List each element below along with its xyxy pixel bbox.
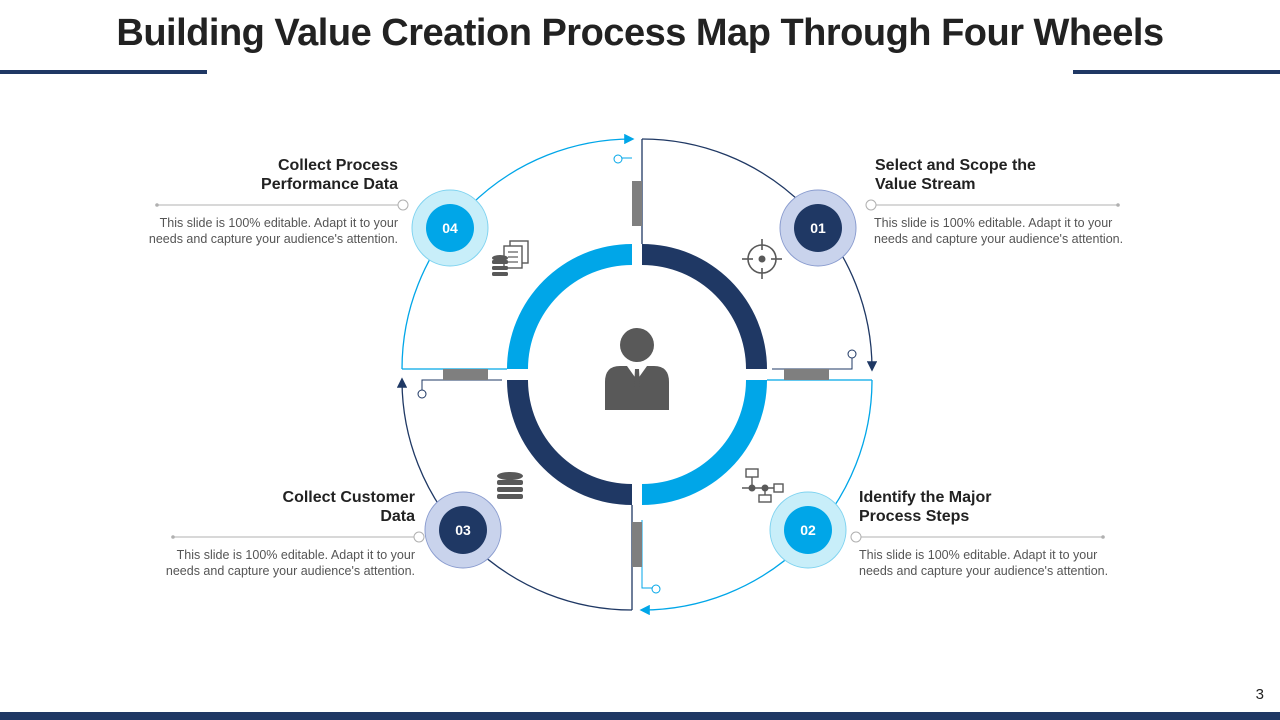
footer-bar <box>0 712 1280 720</box>
ring-segment-bl <box>507 380 632 505</box>
step-01-description-line2: needs and capture your audience's attent… <box>874 232 1124 246</box>
step-02-number: 02 <box>800 522 816 538</box>
ring-segment-br <box>642 380 767 505</box>
process-flow-icon <box>742 468 784 503</box>
step-01-number: 01 <box>810 220 826 236</box>
step-03-number: 03 <box>455 522 471 538</box>
data-documents-icon <box>492 240 529 276</box>
rule-step-03 <box>171 531 425 543</box>
step-04-number: 04 <box>442 220 458 236</box>
step-02-heading-line2: Process Steps <box>859 508 970 525</box>
step-01-description: This slide is 100% editable. Adapt it to… <box>874 215 1194 247</box>
step-03-description: This slide is 100% editable. Adapt it to… <box>95 547 415 579</box>
step-02-description-line2: needs and capture your audience's attent… <box>859 564 1109 578</box>
target-crosshair-icon <box>742 239 782 279</box>
step-04-description-line2: needs and capture your audience's attent… <box>148 232 398 246</box>
step-01-badge: 01 <box>779 189 857 267</box>
step-04-heading-line1: Collect Process <box>277 157 398 174</box>
slide-title: Building Value Creation Process Map Thro… <box>116 12 1164 54</box>
separator-left <box>443 369 488 380</box>
step-03-badge: 03 <box>424 491 502 569</box>
step-01-heading-line1: Select and Scope the <box>875 157 1036 174</box>
person-with-tie-icon <box>605 328 669 410</box>
step-02-description: This slide is 100% editable. Adapt it to… <box>859 547 1179 579</box>
step-04-badge: 04 <box>411 189 489 267</box>
ring-segment-tl <box>507 244 632 369</box>
step-02-heading-line1: Identify the Major <box>859 489 992 506</box>
rule-step-02 <box>850 531 1105 543</box>
step-02-badge: 02 <box>769 491 847 569</box>
separator-right <box>784 369 829 380</box>
step-01-heading-line2: Value Stream <box>875 176 976 193</box>
database-icon <box>497 472 523 499</box>
step-03-description-line2: needs and capture your audience's attent… <box>165 564 415 578</box>
rule-step-01 <box>865 199 1120 211</box>
step-04-heading-line2: Performance Data <box>261 176 398 193</box>
step-03-heading-line1: Collect Customer <box>282 489 415 506</box>
step-01-heading: Select and Scope the Value Stream <box>875 156 1175 194</box>
step-04-description: This slide is 100% editable. Adapt it to… <box>78 215 398 247</box>
separator-bottom <box>632 522 642 567</box>
separator-top <box>632 181 642 226</box>
page-number: 3 <box>1255 686 1264 703</box>
step-03-description-line1: This slide is 100% editable. Adapt it to… <box>176 548 415 562</box>
step-03-heading-line2: Data <box>380 508 415 525</box>
title-rule-right <box>1073 70 1280 74</box>
step-03-heading: Collect Customer Data <box>115 488 415 526</box>
step-04-heading: Collect Process Performance Data <box>98 156 398 194</box>
step-01-description-line1: This slide is 100% editable. Adapt it to… <box>874 216 1113 230</box>
step-04-description-line1: This slide is 100% editable. Adapt it to… <box>159 216 398 230</box>
step-02-description-line1: This slide is 100% editable. Adapt it to… <box>859 548 1098 562</box>
ring-segment-tr <box>642 244 767 369</box>
title-rule-left <box>0 70 207 74</box>
step-02-heading: Identify the Major Process Steps <box>859 488 1159 526</box>
rule-step-04 <box>155 199 409 211</box>
